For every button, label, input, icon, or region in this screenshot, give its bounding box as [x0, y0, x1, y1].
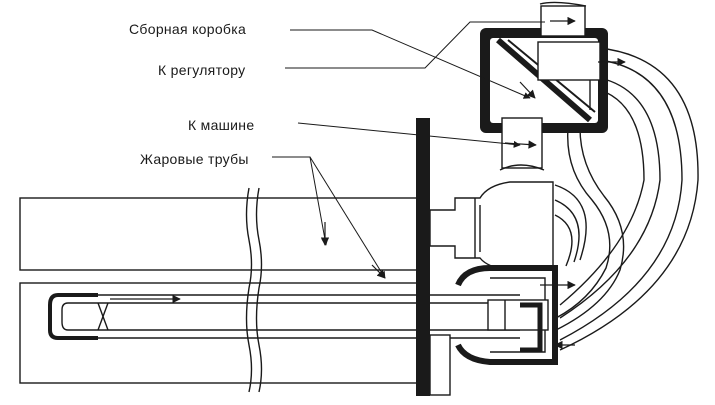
lower-fire-tube — [19, 282, 419, 384]
collector-box — [480, 28, 608, 133]
superheater-loops — [554, 47, 699, 351]
label-to-engine: К машине — [188, 117, 255, 133]
upper-fire-tube — [19, 197, 419, 271]
steam-pipe — [429, 181, 554, 271]
label-collector-box: Сборная коробка — [129, 21, 247, 37]
tube-sheet — [416, 118, 430, 396]
label-to-regulator: К регулятору — [158, 62, 246, 78]
lower-header — [455, 265, 558, 365]
regulator-pipe — [539, 1, 587, 37]
break-marks — [245, 187, 263, 393]
leader-lines — [272, 21, 545, 279]
label-fire-tubes: Жаровые трубы — [140, 151, 249, 167]
